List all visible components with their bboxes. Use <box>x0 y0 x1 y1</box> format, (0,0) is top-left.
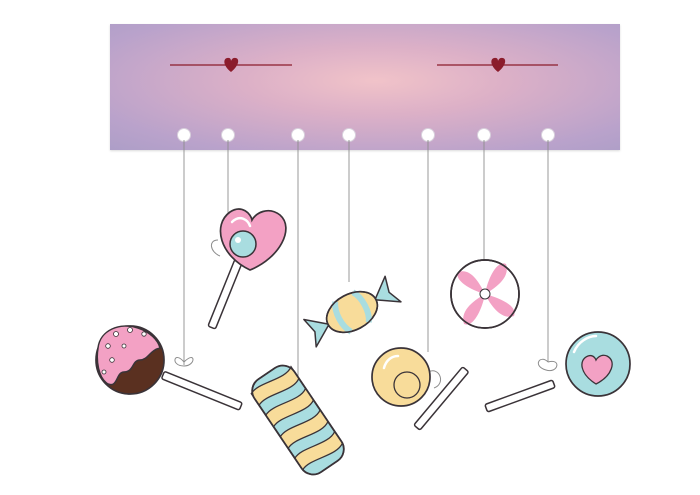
banner-divider-left <box>170 57 292 72</box>
wrapped-candy-icon <box>303 275 402 348</box>
twisted-marshmallow-icon <box>250 364 345 476</box>
cake-pop-icon <box>95 325 243 411</box>
heart-icon <box>224 57 239 72</box>
hanging-strings <box>183 140 549 378</box>
heart-lollipop-icon <box>207 208 287 330</box>
swirl-candy-icon <box>450 259 520 329</box>
heart-round-lollipop-icon <box>484 331 631 413</box>
banner-divider-right <box>437 57 558 72</box>
heart-icon <box>491 57 506 72</box>
title-banner <box>110 24 620 150</box>
hanging-pins <box>177 128 555 142</box>
round-lollipop-icon <box>371 347 469 431</box>
